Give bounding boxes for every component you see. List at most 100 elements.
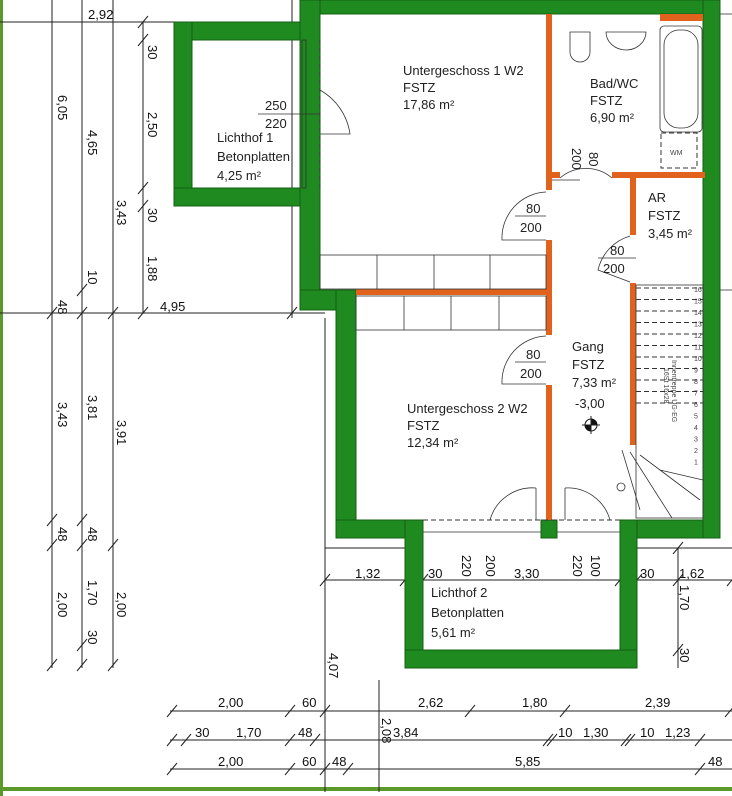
- door-swings: [319, 89, 631, 521]
- dimension-label: 3,43: [55, 402, 70, 427]
- dimension-label: 48: [85, 527, 100, 541]
- sanitary-fixtures: WM: [569, 25, 703, 169]
- dimension-label: 48: [55, 527, 70, 541]
- dimension-tick: [286, 306, 298, 320]
- dimension-tick: [464, 704, 476, 718]
- dimension-tick: [319, 573, 331, 587]
- svg-text:7,33 m²: 7,33 m²: [572, 375, 617, 390]
- dimension-label: 48: [708, 754, 722, 769]
- dimension-label: 3,81: [85, 395, 100, 420]
- svg-text:FSTZ: FSTZ: [648, 208, 681, 223]
- dimension-tick: [672, 643, 684, 657]
- room-lichthof-2: Lichthof 2 Betonplatten 5,61 m²: [431, 585, 504, 640]
- dimension-label: 10: [85, 270, 100, 284]
- room-untergeschoss-1: Untergeschoss 1 W2 FSTZ 17,86 m²: [403, 63, 524, 112]
- plot-border: [0, 787, 732, 791]
- svg-text:12,34 m²: 12,34 m²: [407, 435, 459, 450]
- dimension-tick: [694, 762, 706, 776]
- dimension-label: 30: [677, 648, 692, 662]
- dimension-tick: [107, 538, 119, 552]
- dimension-label: 1,23: [665, 725, 690, 740]
- dimension-tick: [694, 733, 706, 747]
- dimension-label: 48: [332, 754, 346, 769]
- stair-label: Innentreppe UG-EG: [670, 360, 677, 422]
- stair-step-number: 15: [694, 299, 702, 306]
- dimension-tick: [284, 733, 296, 747]
- stair-step-number: 12: [694, 333, 702, 340]
- toilet-icon: [569, 31, 591, 63]
- dimension-tick: [319, 704, 331, 718]
- dimension-tick: [76, 538, 88, 552]
- svg-text:200: 200: [520, 366, 542, 381]
- svg-text:Betonplatten: Betonplatten: [431, 605, 504, 620]
- svg-text:80: 80: [526, 201, 540, 216]
- svg-text:220: 220: [265, 116, 287, 131]
- dimension-tick: [76, 638, 88, 652]
- dimension-tick: [284, 762, 296, 776]
- dimension-label: 1,70: [236, 725, 261, 740]
- svg-text:FSTZ: FSTZ: [407, 418, 440, 433]
- dimension-label: 2,50: [145, 112, 160, 137]
- dimension-label: 2,92: [88, 7, 113, 22]
- dimension-label: 5,85: [515, 754, 540, 769]
- dimension-tick: [166, 733, 178, 747]
- floor-level: -3,00: [575, 396, 605, 411]
- staircase: Innentreppe UG-EG 16St 16x28 16151413121…: [616, 284, 704, 519]
- dimension-label: 200: [483, 555, 498, 577]
- dimension-label: 30: [145, 45, 160, 59]
- svg-text:Lichthof 1: Lichthof 1: [217, 130, 273, 145]
- dimension-label: 3,84: [393, 725, 418, 740]
- stair-step-number: 4: [694, 425, 698, 432]
- dimension-label: 100: [588, 555, 603, 577]
- dimension-label: 1,62: [679, 566, 704, 581]
- dimension-label: 3,43: [114, 200, 129, 225]
- dimension-label: 4,65: [85, 130, 100, 155]
- dimension-tick: [309, 733, 321, 747]
- bathtub-icon: [659, 25, 703, 133]
- dimension-tick: [137, 15, 149, 29]
- dimension-tick: [624, 733, 636, 747]
- dimension-tick: [342, 762, 354, 776]
- room-labels: Untergeschoss 1 W2 FSTZ 17,86 m² Bad/WC …: [217, 63, 693, 640]
- dimension-tick: [672, 541, 684, 555]
- dimension-tick: [107, 658, 119, 672]
- interior-walls: [356, 14, 705, 520]
- svg-text:5,61 m²: 5,61 m²: [431, 625, 476, 640]
- svg-text:Betonplatten: Betonplatten: [217, 149, 290, 164]
- dimension-label: 30: [195, 725, 209, 740]
- stair-step-number: 3: [694, 437, 698, 444]
- dimension-tick: [46, 658, 58, 672]
- svg-text:Bad/WC: Bad/WC: [590, 76, 638, 91]
- stair-step-number: 9: [694, 368, 698, 375]
- stair-step-number: 13: [694, 322, 702, 329]
- dimension-tick: [137, 306, 149, 320]
- svg-text:6,90 m²: 6,90 m²: [590, 110, 635, 125]
- svg-text:80: 80: [610, 243, 624, 258]
- dimension-tick: [137, 199, 149, 213]
- svg-text:Untergeschoss 1 W2: Untergeschoss 1 W2: [403, 63, 524, 78]
- dimension-label: 10: [640, 725, 654, 740]
- svg-text:200: 200: [603, 261, 625, 276]
- dimension-tick: [542, 733, 554, 747]
- dimension-label: 10: [558, 725, 572, 740]
- dimension-label: 1,80: [522, 695, 547, 710]
- room-lichthof-1: Lichthof 1 Betonplatten 4,25 m²: [217, 130, 290, 183]
- dimension-label: 48: [298, 725, 312, 740]
- level-marker-icon: [582, 416, 600, 434]
- dimension-tick: [166, 704, 178, 718]
- dimension-tick: [76, 513, 88, 527]
- stair-spec: 16St 16x28: [662, 368, 669, 404]
- dimension-label: 1,30: [583, 725, 608, 740]
- exterior-walls: [173, 0, 721, 669]
- stair-step-number: 14: [694, 310, 702, 317]
- svg-text:80: 80: [526, 347, 540, 362]
- dimension-label: 3,30: [514, 566, 539, 581]
- dimension-label: 60: [302, 695, 316, 710]
- stair-step-number: 8: [694, 379, 698, 386]
- dimension-tick: [46, 513, 58, 527]
- dimension-tick: [137, 33, 149, 47]
- svg-text:200: 200: [569, 148, 584, 170]
- washing-machine-icon: [660, 132, 698, 169]
- dimension-tick: [319, 762, 331, 776]
